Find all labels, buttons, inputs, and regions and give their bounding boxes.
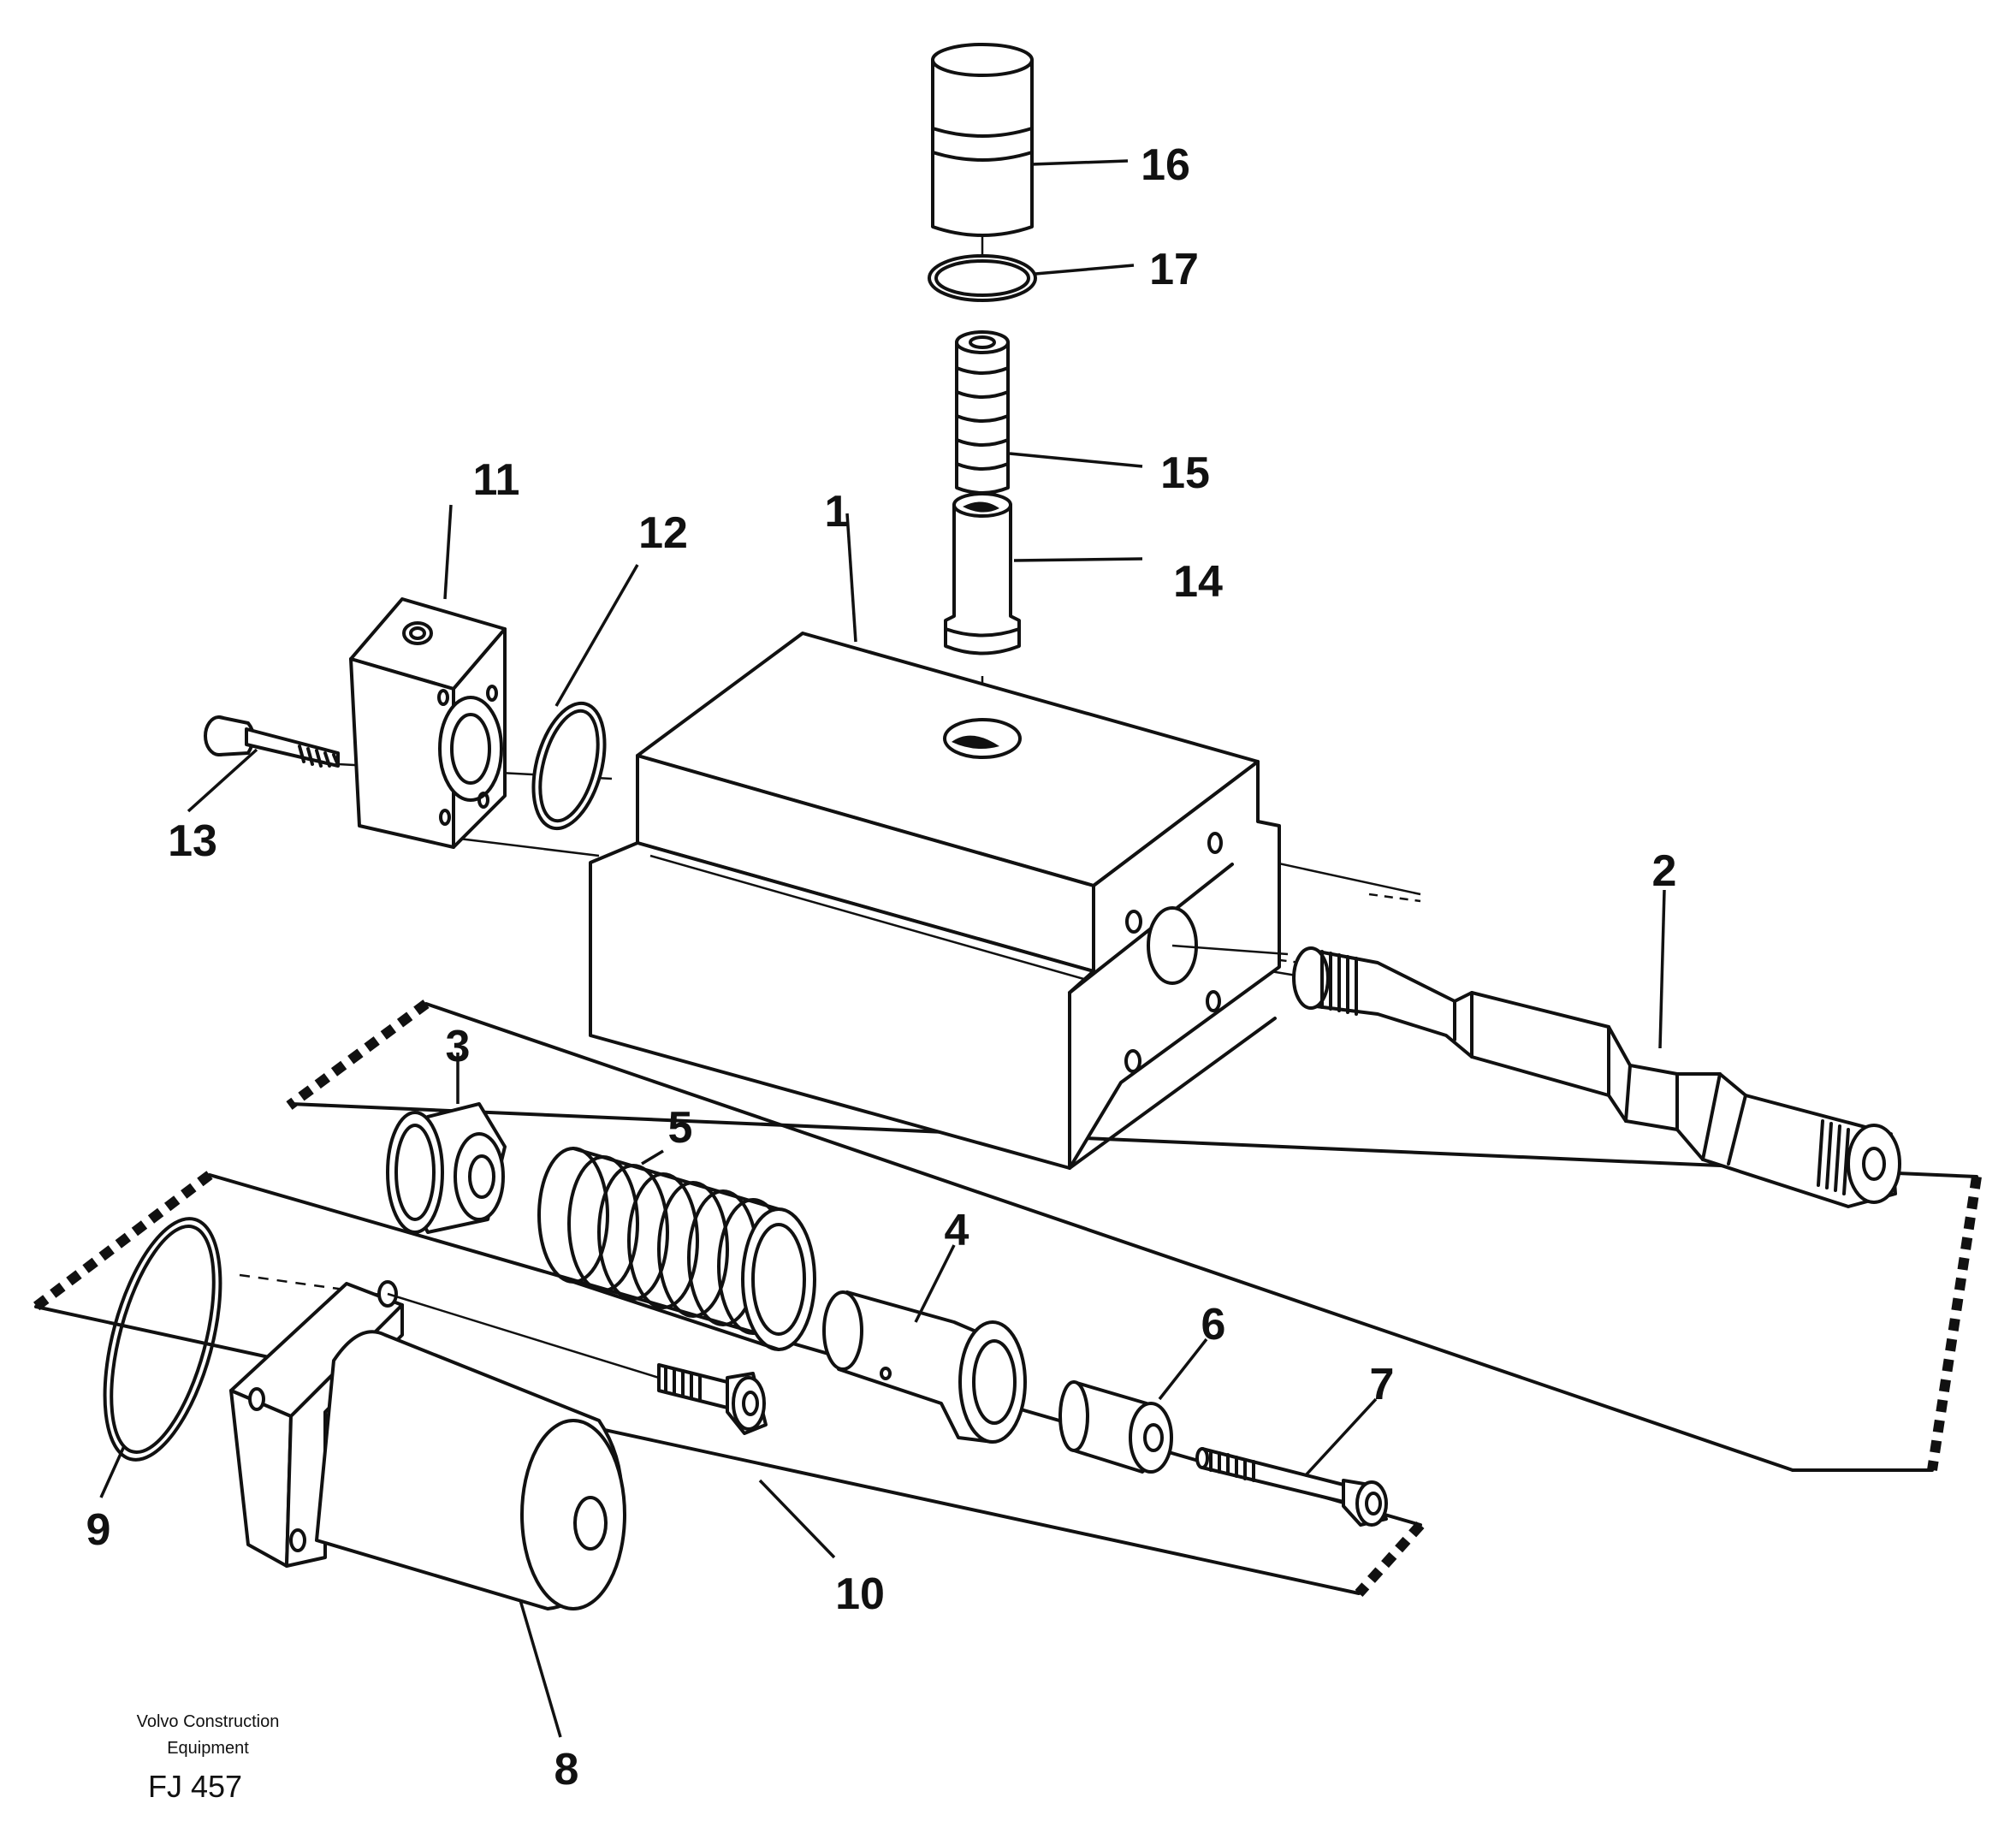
callout-7: 7 <box>1370 1360 1395 1409</box>
figure-credit: Volvo Construction Equipment FJ 457 <box>137 1712 280 1804</box>
publisher-line-1: Volvo Construction <box>137 1712 280 1731</box>
spring-seat <box>386 1102 507 1234</box>
o-ring-17 <box>928 254 1037 302</box>
callout-10: 10 <box>835 1569 885 1619</box>
long-screw <box>1195 1447 1388 1527</box>
screw-10 <box>657 1363 768 1435</box>
bushing <box>1058 1380 1173 1474</box>
callout-2: 2 <box>1652 846 1677 896</box>
callout-3: 3 <box>446 1022 471 1071</box>
callout-4: 4 <box>945 1206 969 1255</box>
sleeve <box>944 492 1021 655</box>
socket-head-screw <box>204 715 340 768</box>
flange-block <box>349 597 507 849</box>
callout-16: 16 <box>1141 140 1190 190</box>
publisher-line-2: Equipment <box>167 1739 249 1758</box>
o-ring-9 <box>103 1217 222 1462</box>
callout-6: 6 <box>1201 1300 1226 1349</box>
figure-number: FJ 457 <box>148 1769 242 1804</box>
cartridge <box>1292 946 1901 1208</box>
callout-15: 15 <box>1160 448 1210 498</box>
callout-1: 1 <box>825 487 850 537</box>
callout-13: 13 <box>168 816 217 866</box>
cap <box>931 43 1034 237</box>
valve-housing <box>589 632 1289 1170</box>
o-ring-12 <box>531 701 607 831</box>
piston <box>822 1290 1027 1444</box>
callout-14: 14 <box>1173 557 1223 607</box>
callout-11: 11 <box>473 455 520 505</box>
callout-9: 9 <box>86 1505 111 1555</box>
leader-lines <box>99 159 1666 1738</box>
valve-spool <box>955 330 1010 495</box>
callout-17: 17 <box>1149 245 1199 294</box>
callout-8: 8 <box>554 1745 579 1794</box>
spring <box>537 1147 816 1351</box>
callout-labels: 1 2 3 4 5 6 7 8 9 10 11 12 13 14 15 16 1… <box>86 140 1677 1794</box>
solenoid <box>229 1280 660 1610</box>
callout-12: 12 <box>638 508 688 558</box>
callout-5: 5 <box>668 1103 693 1153</box>
